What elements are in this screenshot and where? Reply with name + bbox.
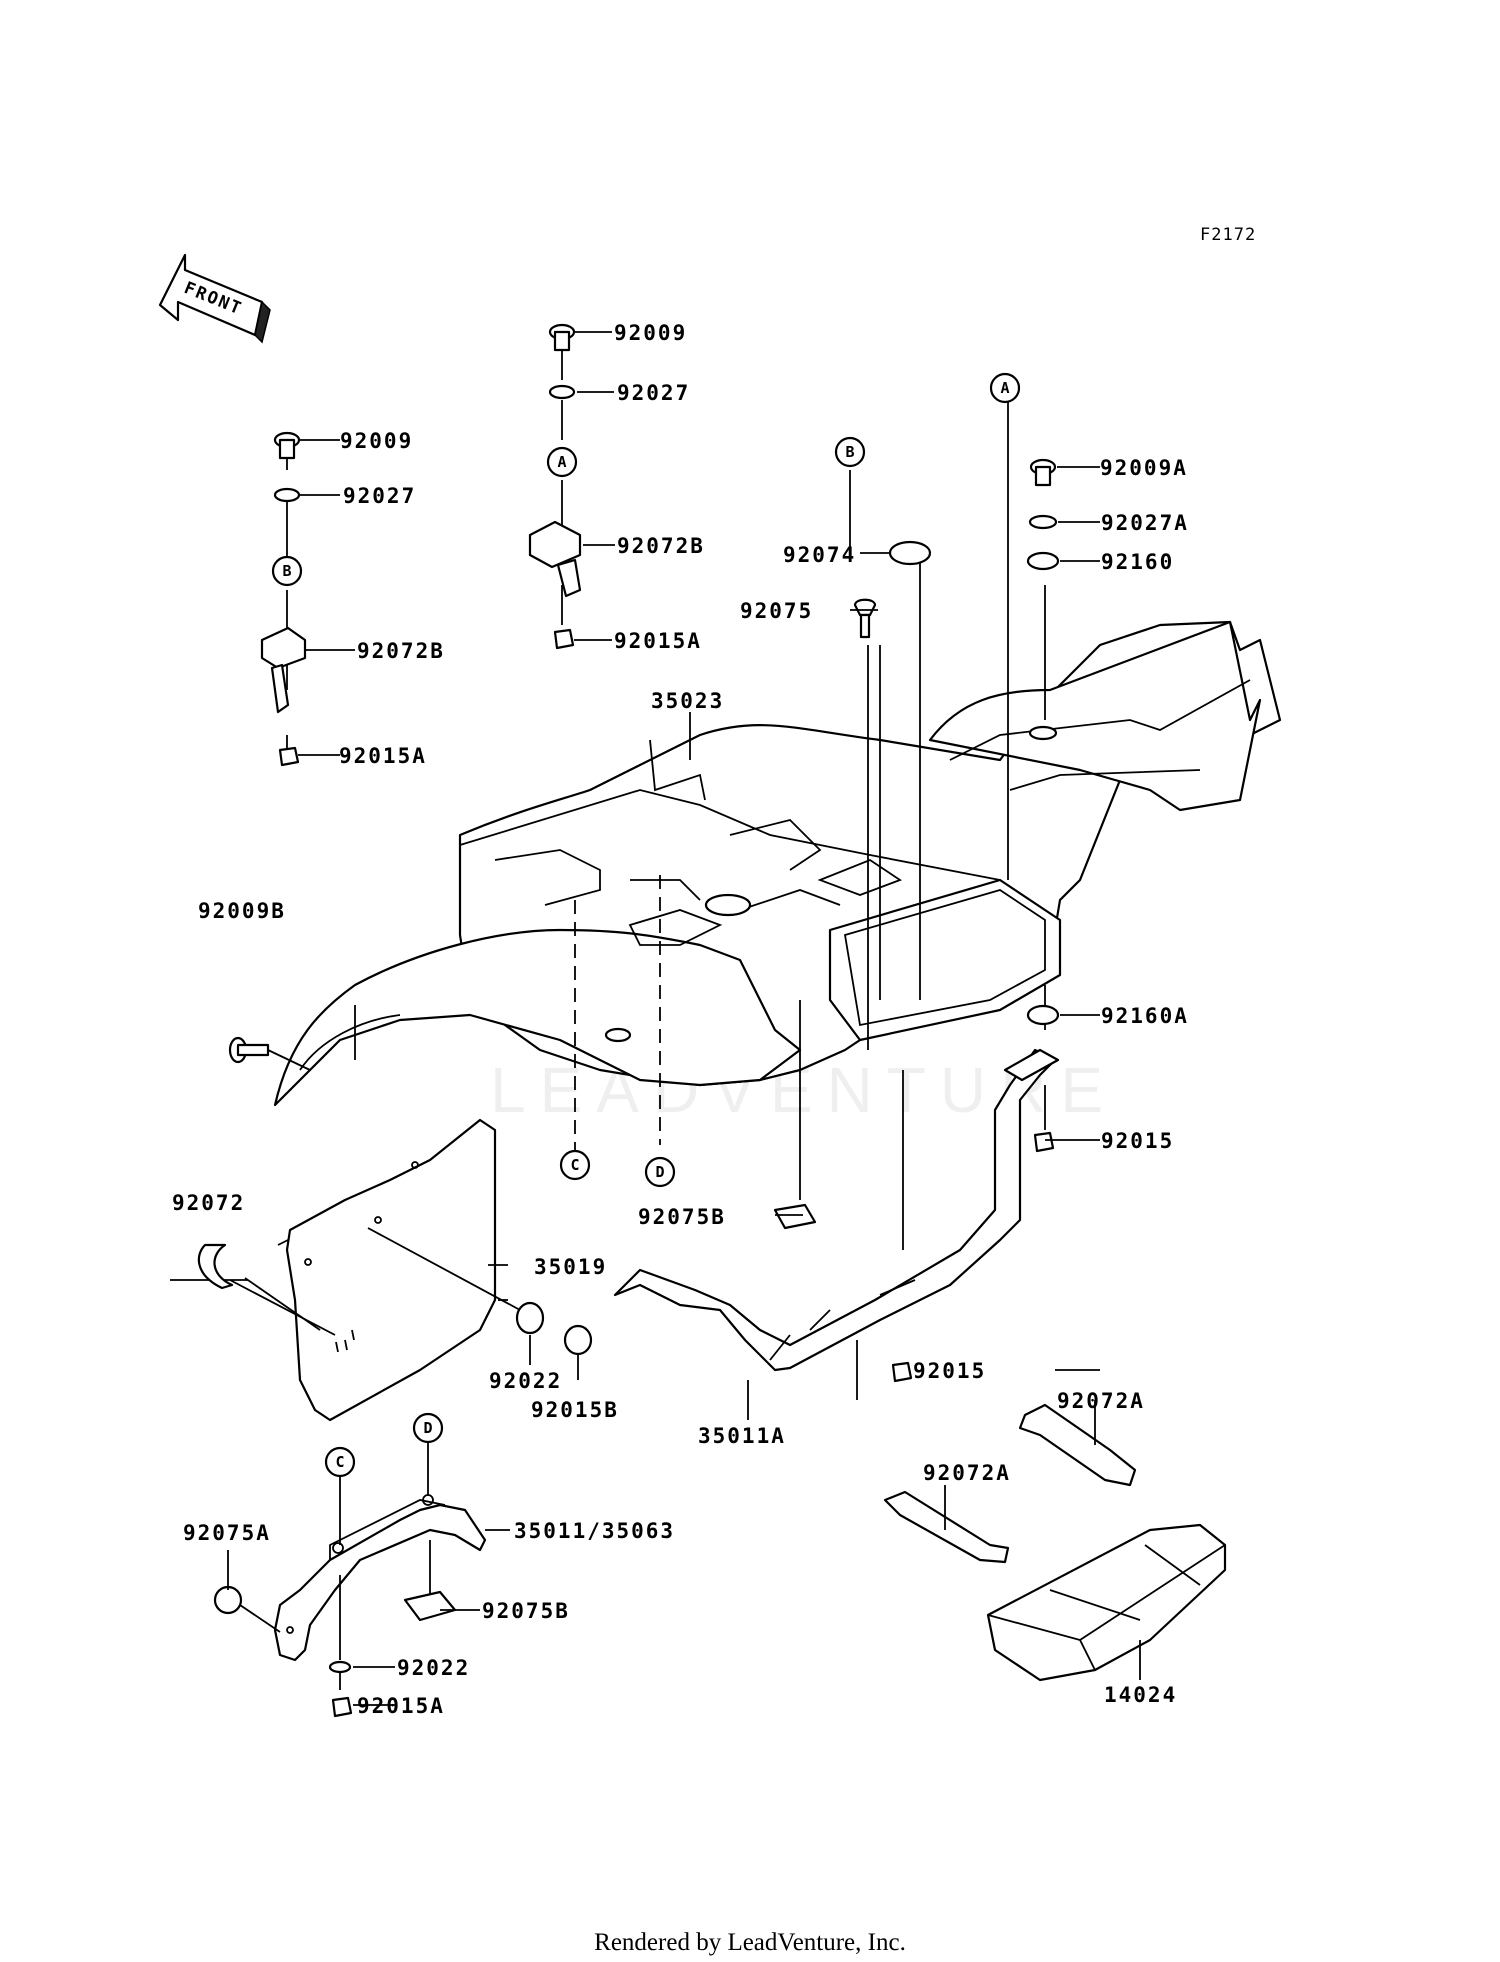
mid-stay-group [528,323,582,650]
svg-text:D: D [655,1163,664,1181]
bracket-35011-35063 [273,1440,510,1662]
nut-92015A-bottom [331,1696,353,1718]
callout-92072B-mid: 92072B [617,534,705,558]
footer-credit: Rendered by LeadVenture, Inc. [594,1929,906,1956]
callout-92009-mid: 92009 [614,321,687,345]
callout-92015A-bottom: 92015A [357,1694,445,1718]
left-stay-group [260,431,307,767]
callout-92015-bottom: 92015 [913,1359,986,1383]
callout-92074: 92074 [783,543,856,567]
ref-marker-C-bottom: C [324,1446,356,1478]
ref-marker-A-top: A [546,446,578,478]
callout-92015-right: 92015 [1101,1129,1174,1153]
callout-92160: 92160 [1101,550,1174,574]
svg-text:A: A [557,453,566,471]
callout-92075: 92075 [740,599,813,623]
strap-92072A-lower [883,1490,1010,1564]
ref-marker-B-left: B [271,555,303,587]
clip-92072 [197,1243,234,1290]
svg-text:B: B [282,562,291,580]
svg-text:D: D [423,1419,432,1437]
nut-92015B [563,1324,593,1356]
ref-marker-A-right: A [989,372,1021,404]
mud-flap [170,1118,508,1422]
callout-92015B: 92015B [531,1398,619,1422]
ref-marker-C-mid: C [559,1149,591,1181]
callout-92072: 92072 [172,1191,245,1215]
callout-14024: 14024 [1104,1683,1177,1707]
svg-text:C: C [335,1453,344,1471]
callout-92072A-upper: 92072A [1057,1389,1145,1413]
callout-92009A: 92009A [1100,456,1188,480]
callout-92072B-left: 92072B [357,639,445,663]
bolt-92009B [228,1036,311,1071]
callout-92027-left: 92027 [343,484,416,508]
callout-35023: 35023 [651,689,724,713]
washer-92022-bottom [328,1660,352,1674]
washer-92022 [515,1301,545,1335]
svg-text:A: A [1000,379,1009,397]
callout-92072A-lower: 92072A [923,1461,1011,1485]
callout-92009-left: 92009 [340,429,413,453]
callout-92160A: 92160A [1101,1004,1189,1028]
callout-92015A-left: 92015A [339,744,427,768]
callout-92027-mid: 92027 [617,381,690,405]
front-arrow-icon: FRONT [158,253,271,344]
rear-fender [273,620,1282,1107]
right-top-parts [853,458,1060,1383]
callout-92075B-bottom: 92075B [482,1599,570,1623]
ref-marker-B-mid: B [834,436,866,468]
bracket-35011A [613,1048,1060,1420]
callout-92075B-mid: 92075B [638,1205,726,1229]
callout-92022-bottom: 92022 [397,1656,470,1680]
ref-marker-D-mid: D [644,1156,676,1188]
pad-92075B-bottom [403,1590,457,1622]
toolbox-14024 [986,1523,1227,1682]
cap-92075A [213,1585,243,1615]
ref-marker-D-bottom: D [412,1412,444,1444]
svg-text:B: B [845,443,854,461]
callout-92027A: 92027A [1101,511,1189,535]
pad-92075B-mid [773,1203,817,1230]
callout-92022-mid: 92022 [489,1369,562,1393]
callout-92075A: 92075A [183,1521,271,1545]
svg-text:C: C [570,1156,579,1174]
callout-92015A-mid: 92015A [614,629,702,653]
strap-92072A-upper [1018,1403,1137,1487]
figure-code: F2172 [1200,225,1256,245]
callout-35011-35063: 35011/35063 [514,1519,675,1543]
callout-92009B: 92009B [198,899,286,923]
callout-35011A: 35011A [698,1424,786,1448]
callout-35019: 35019 [534,1255,607,1279]
